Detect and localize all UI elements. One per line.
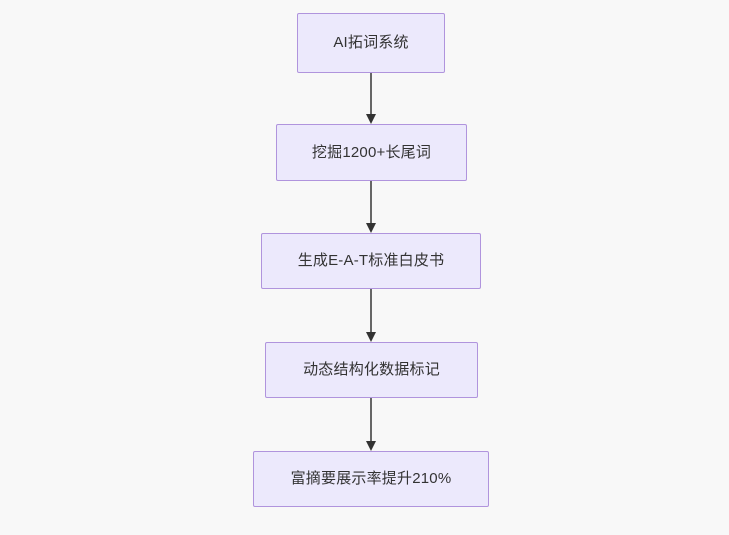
flow-node-ai-keyword-system[interactable]: AI拓词系统: [297, 13, 445, 73]
arrow-down-icon: [366, 289, 376, 342]
flow-edge-node3-to-node4: [360, 289, 382, 342]
flow-edge-node2-to-node3: [360, 181, 382, 233]
flow-node-generate-eat-whitepaper[interactable]: 生成E-A-T标准白皮书: [261, 233, 481, 289]
flow-node-label: 生成E-A-T标准白皮书: [297, 252, 445, 269]
arrow-down-icon: [366, 73, 376, 124]
flow-node-label: 挖掘1200+长尾词: [311, 143, 432, 161]
flow-node-rich-snippet-impression-lift[interactable]: 富摘要展示率提升210%: [253, 451, 489, 507]
flow-edge-node1-to-node2: [360, 73, 382, 124]
arrow-down-icon: [366, 398, 376, 451]
flow-node-label: 富摘要展示率提升210%: [290, 470, 452, 487]
arrow-down-icon: [366, 181, 376, 233]
flow-node-label: AI拓词系统: [333, 34, 409, 51]
flow-node-dynamic-structured-data-markup[interactable]: 动态结构化数据标记: [265, 342, 478, 398]
flow-node-mine-longtail-keywords[interactable]: 挖掘1200+长尾词: [276, 124, 467, 181]
flow-node-label: 动态结构化数据标记: [303, 361, 440, 378]
flow-edge-node4-to-node5: [360, 398, 382, 451]
